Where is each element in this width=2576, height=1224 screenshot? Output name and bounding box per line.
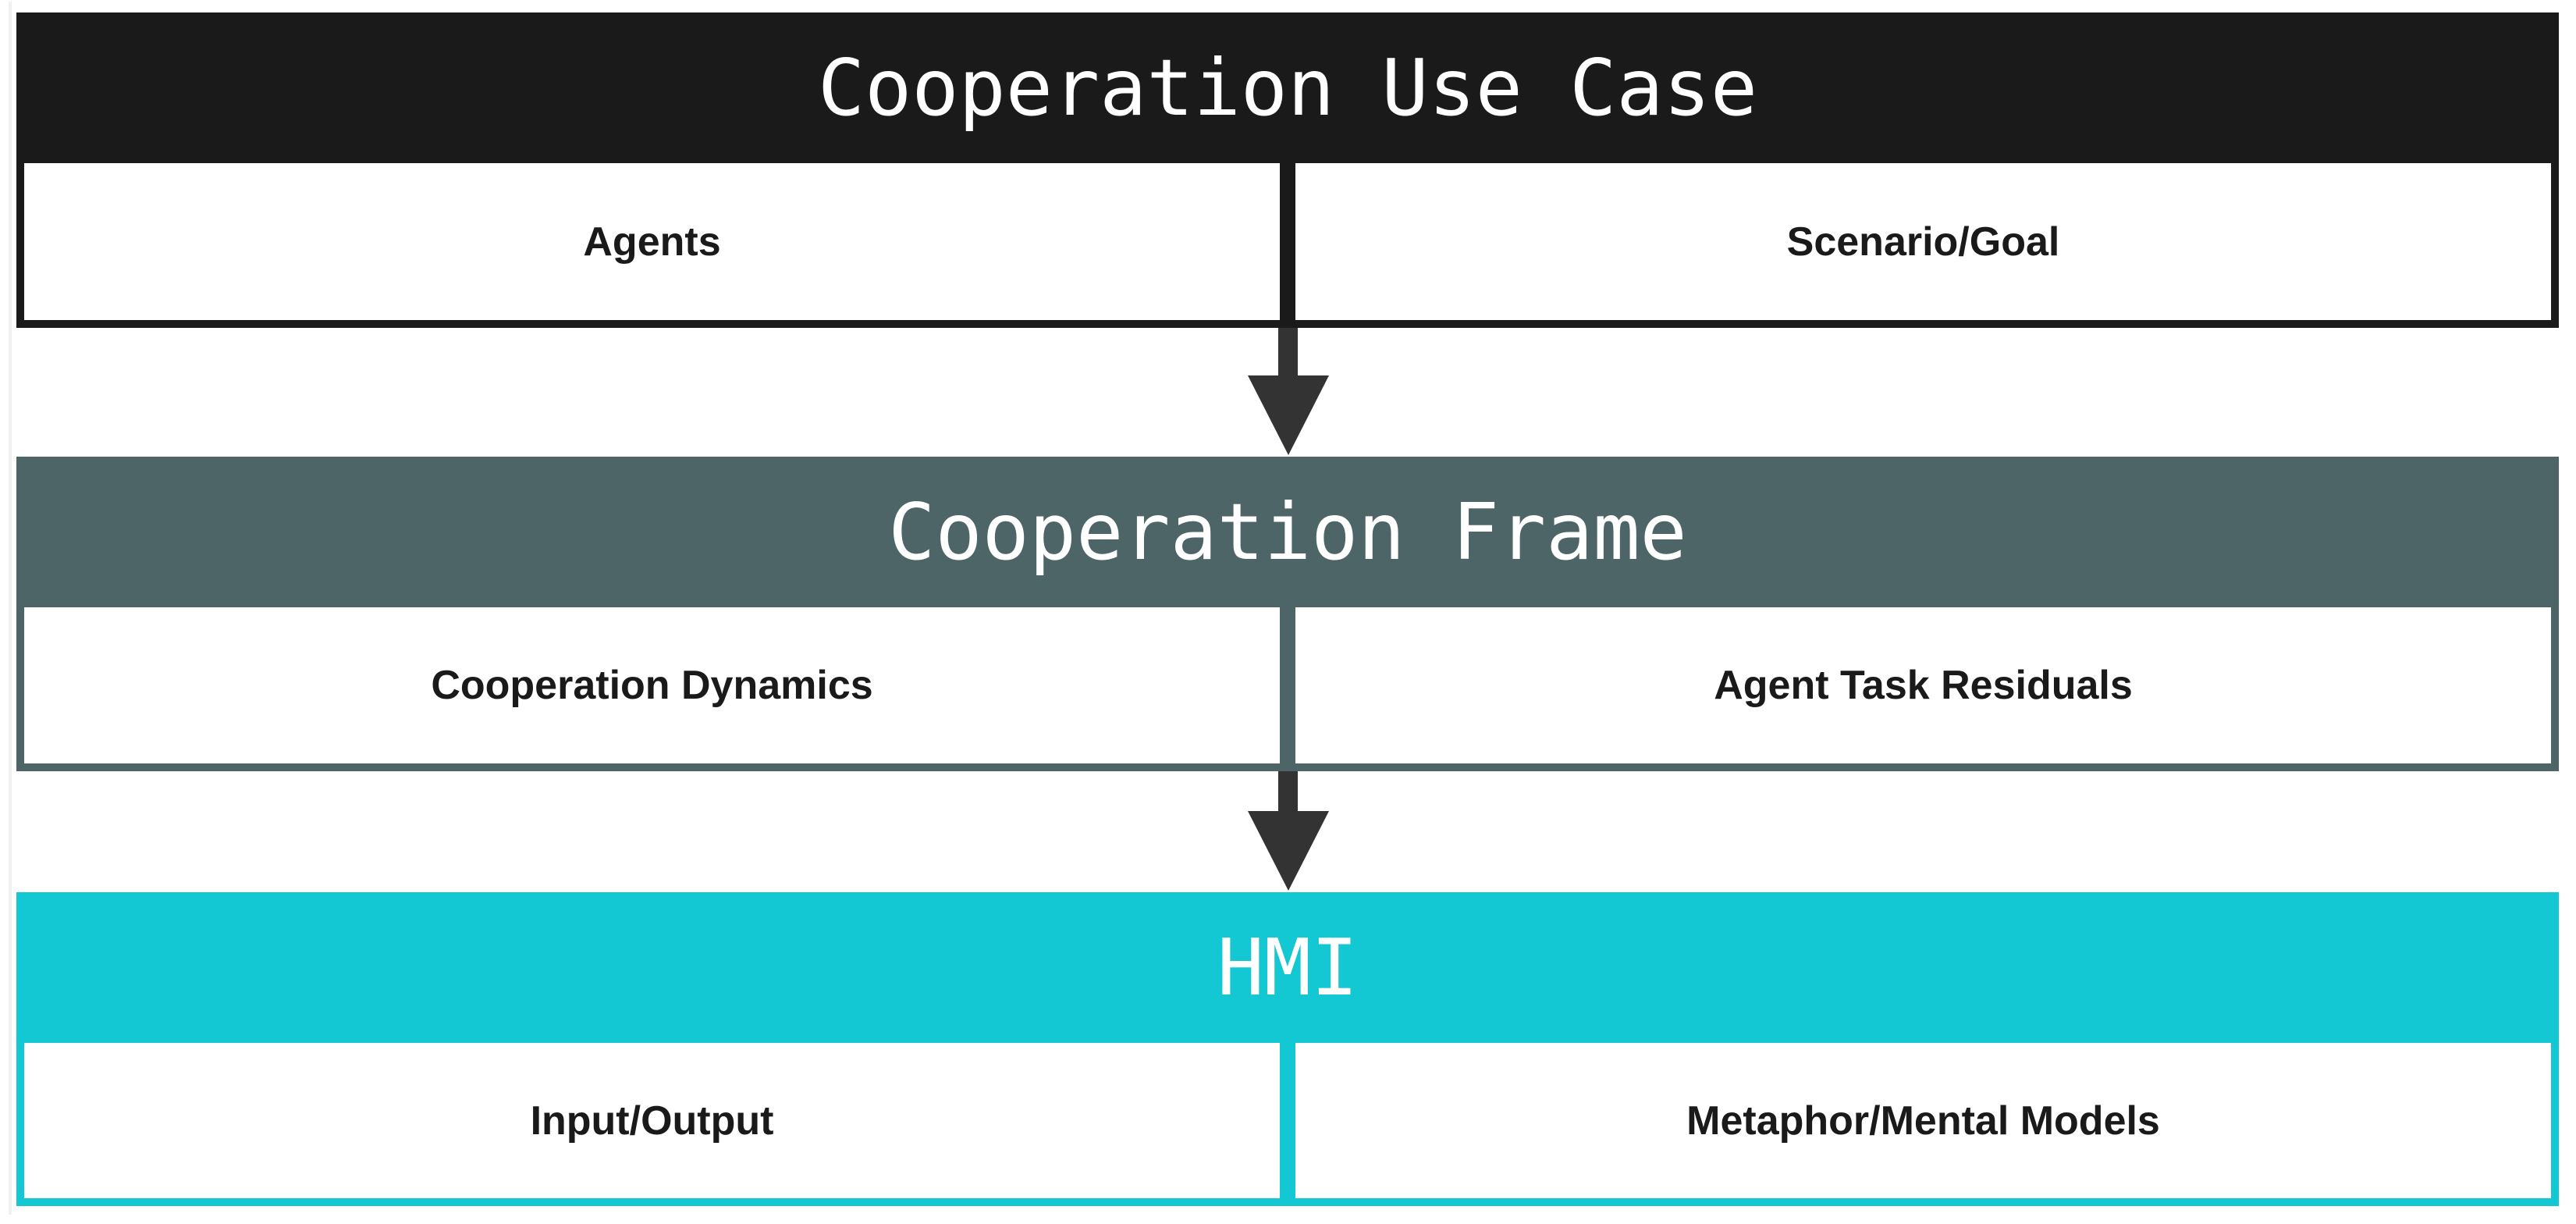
block-cells: Cooperation Dynamics Agent Task Residual… bbox=[24, 607, 2551, 763]
down-arrow-use-case-to-frame bbox=[1247, 328, 1329, 455]
block-cells: Agents Scenario/Goal bbox=[24, 163, 2551, 320]
arrow-head-icon bbox=[1247, 811, 1329, 891]
arrow-stem bbox=[1278, 328, 1298, 375]
page-edge-line bbox=[9, 2, 12, 1215]
block-title-hmi: HMI bbox=[1217, 922, 1359, 1013]
cell-input-output: Input/Output bbox=[24, 1043, 1280, 1198]
arrow-head-icon bbox=[1247, 375, 1329, 455]
cell-agents: Agents bbox=[24, 163, 1280, 320]
cell-metaphor-mental-models: Metaphor/Mental Models bbox=[1295, 1043, 2551, 1198]
block-cooperation-use-case: Cooperation Use Case Agents Scenario/Goa… bbox=[16, 12, 2559, 328]
cell-agent-task-residuals: Agent Task Residuals bbox=[1295, 607, 2551, 763]
arrow-stem bbox=[1278, 771, 1298, 811]
cell-scenario-goal: Scenario/Goal bbox=[1295, 163, 2551, 320]
cell-cooperation-dynamics: Cooperation Dynamics bbox=[24, 607, 1280, 763]
down-arrow-frame-to-hmi bbox=[1247, 771, 1329, 891]
block-hmi: HMI Input/Output Metaphor/Mental Models bbox=[16, 892, 2559, 1206]
block-title-cooperation-frame: Cooperation Frame bbox=[888, 486, 1687, 578]
block-cells: Input/Output Metaphor/Mental Models bbox=[24, 1043, 2551, 1198]
block-cooperation-frame: Cooperation Frame Cooperation Dynamics A… bbox=[16, 457, 2559, 771]
block-title-cooperation-use-case: Cooperation Use Case bbox=[817, 42, 1758, 133]
